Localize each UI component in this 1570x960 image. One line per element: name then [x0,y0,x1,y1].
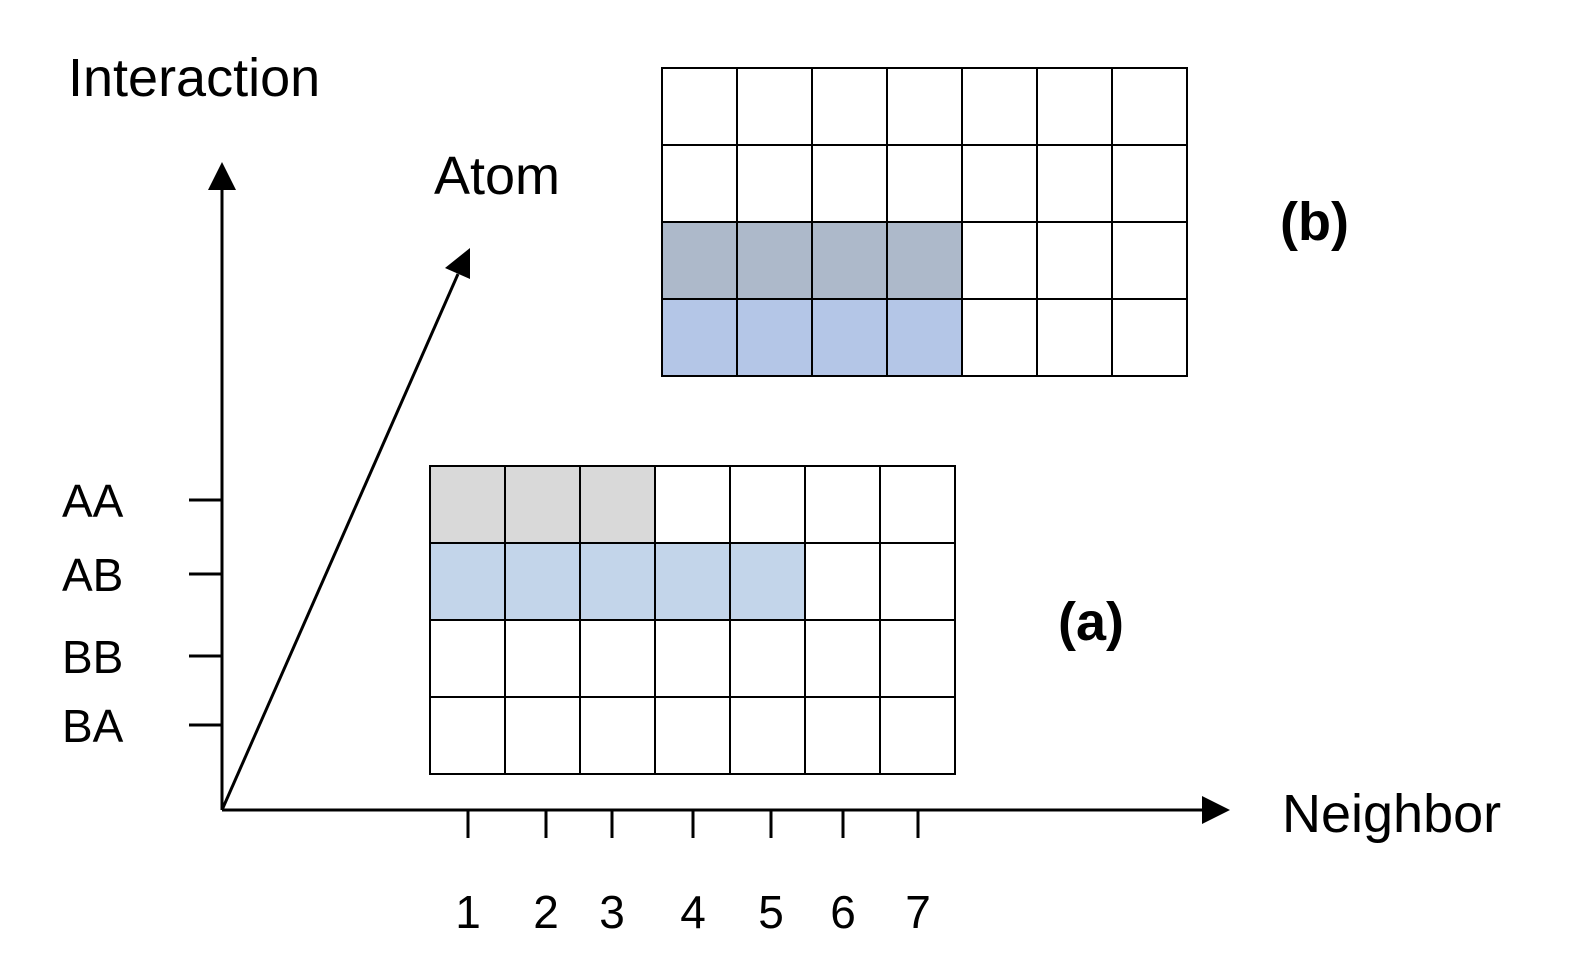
panel-a-cell-r0-c5 [804,465,881,544]
panel-b-cell-r2-c4 [961,221,1038,300]
panel-b-cell-r1-c4 [961,144,1038,223]
panel-a-cell-r1-c4 [729,542,806,621]
panel-b-cell-r0-c0 [661,67,738,146]
panel-a-cell-r3-c1 [504,696,581,775]
panel-b-cell-r2-c2 [811,221,888,300]
panel-b-cell-r0-c5 [1036,67,1113,146]
neighbor-tick-label-5: 5 [758,886,784,938]
neighbor-tick-label-7: 7 [905,886,931,938]
panel-a-cell-r0-c1 [504,465,581,544]
panel-b-cell-r1-c3 [886,144,963,223]
interaction-tick-label-bb: BB [62,631,123,683]
atom-axis-label: Atom [434,146,560,206]
panel-b-cell-r3-c4 [961,298,1038,377]
panel-a-cell-r3-c4 [729,696,806,775]
panel-a-cell-r1-c5 [804,542,881,621]
panel-a-cell-r2-c1 [504,619,581,698]
grid-panel-b [661,67,1188,377]
panel-b-cell-r1-c0 [661,144,738,223]
panel-b-cell-r2-c1 [736,221,813,300]
panel-a-cell-r2-c3 [654,619,731,698]
panel-b-cell-r3-c1 [736,298,813,377]
panel-b-cell-r0-c1 [736,67,813,146]
interaction-tick-label-aa: AA [62,475,124,527]
grid-panel-a [429,465,956,775]
panel-a-cell-r1-c1 [504,542,581,621]
panel-b-cell-r2-c5 [1036,221,1113,300]
panel-b-cell-r3-c0 [661,298,738,377]
panel-a-cell-r1-c2 [579,542,656,621]
panel-a-cell-r1-c0 [429,542,506,621]
panel-a-cell-r0-c6 [879,465,956,544]
panel-b-cell-r1-c1 [736,144,813,223]
panel-b-cell-r3-c3 [886,298,963,377]
panel-b-cell-r3-c2 [811,298,888,377]
atom-axis-arrowhead [445,248,470,279]
panel-a-cell-r0-c4 [729,465,806,544]
panel-b-cell-r3-c5 [1036,298,1113,377]
panel-b-cell-r0-c4 [961,67,1038,146]
panel-a-cell-r3-c0 [429,696,506,775]
panel-a-cell-r2-c4 [729,619,806,698]
panel-a-cell-r2-c6 [879,619,956,698]
atom-axis [220,273,460,811]
panel-b-cell-r0-c3 [886,67,963,146]
panel-b-label: (b) [1280,192,1349,252]
panel-b-cell-r2-c3 [886,221,963,300]
neighbor-axis-arrowhead [1202,796,1230,824]
interaction-axis-label: Interaction [68,48,320,108]
panel-b-cell-r1-c5 [1036,144,1113,223]
panel-b-cell-r1-c2 [811,144,888,223]
neighbor-tick-label-2: 2 [533,886,559,938]
neighbor-axis-label: Neighbor [1282,784,1501,844]
panel-a-cell-r2-c0 [429,619,506,698]
neighbor-tick-label-4: 4 [680,886,706,938]
panel-b-cell-r2-c6 [1111,221,1188,300]
neighbor-tick-label-1: 1 [455,886,481,938]
interaction-ticks: AA AB BB BA [62,475,222,752]
panel-a-cell-r0-c3 [654,465,731,544]
panel-b-cell-r2-c0 [661,221,738,300]
neighbor-tick-label-6: 6 [830,886,856,938]
interaction-axis-arrowhead [208,162,236,190]
panel-a-label: (a) [1058,592,1124,652]
panel-b-cell-r3-c6 [1111,298,1188,377]
panel-b-cell-r0-c6 [1111,67,1188,146]
panel-b-cell-r0-c2 [811,67,888,146]
neighbor-tick-label-3: 3 [599,886,625,938]
panel-a-cell-r3-c6 [879,696,956,775]
interaction-tick-label-ab: AB [62,549,123,601]
panel-a-cell-r0-c0 [429,465,506,544]
panel-a-cell-r3-c5 [804,696,881,775]
interaction-tick-label-ba: BA [62,700,124,752]
panel-a-cell-r3-c3 [654,696,731,775]
panel-a-cell-r1-c6 [879,542,956,621]
panel-a-cell-r3-c2 [579,696,656,775]
panel-a-cell-r1-c3 [654,542,731,621]
panel-b-cell-r1-c6 [1111,144,1188,223]
panel-a-cell-r0-c2 [579,465,656,544]
panel-a-cell-r2-c5 [804,619,881,698]
panel-a-cell-r2-c2 [579,619,656,698]
